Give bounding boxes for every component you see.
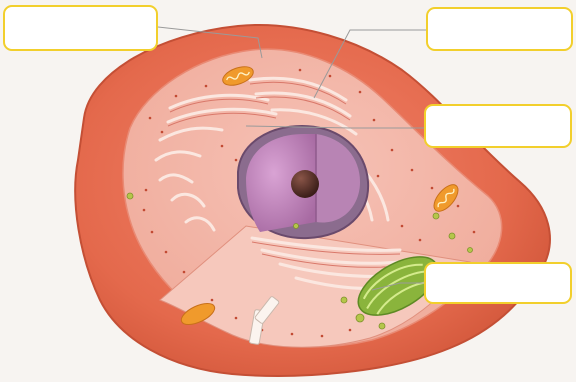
- label-box-middle-right[interactable]: [424, 104, 572, 148]
- label-box-top-left[interactable]: [3, 5, 158, 51]
- label-box-bottom-right[interactable]: [424, 262, 572, 304]
- nucleus: [238, 126, 368, 238]
- nucleolus: [291, 170, 319, 198]
- label-box-top-right[interactable]: [426, 7, 573, 51]
